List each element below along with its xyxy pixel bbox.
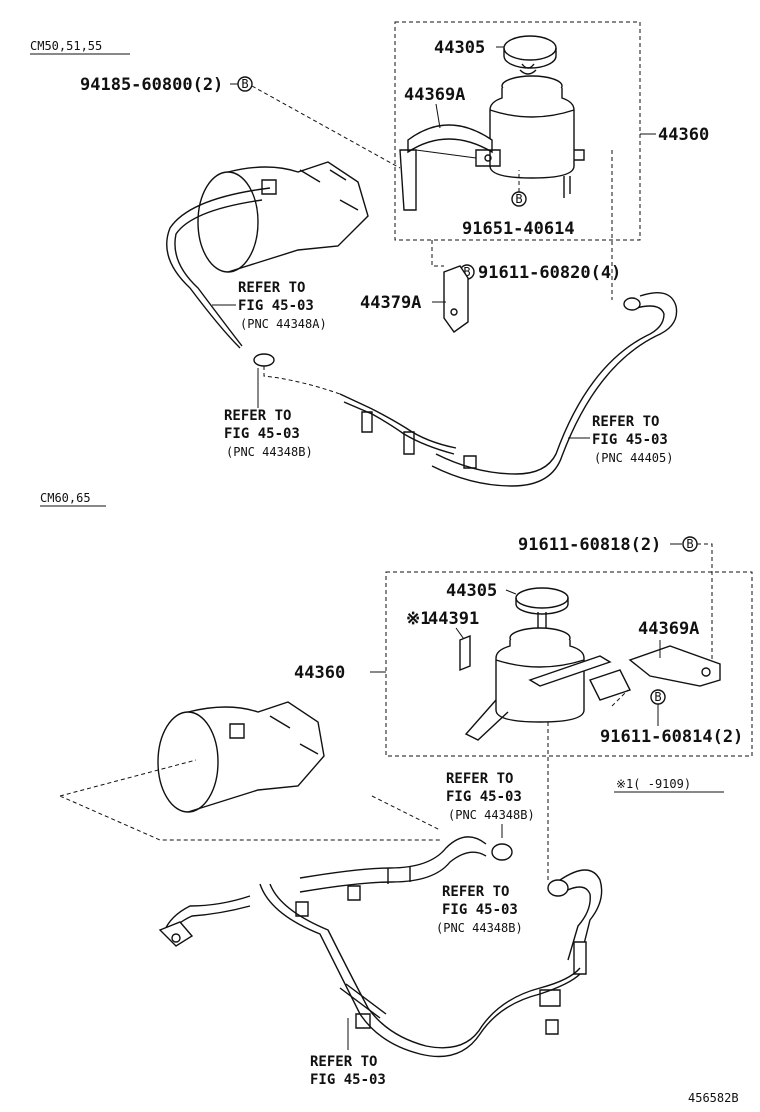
model-code-lower: CM60,65 bbox=[40, 491, 91, 505]
ref1-l1-upper: REFER TO bbox=[238, 280, 305, 296]
hose-upper-left bbox=[166, 187, 275, 367]
part-44369a-upper: 44369A bbox=[404, 85, 465, 105]
reservoir-cap-upper bbox=[503, 35, 557, 75]
pump-upper bbox=[197, 161, 369, 273]
model-code-upper: CM50,51,55 bbox=[30, 39, 102, 53]
ref2-l2-lower: FIG 45-03 bbox=[442, 902, 518, 918]
hose-lower-return bbox=[547, 869, 603, 975]
svg-text:B: B bbox=[686, 537, 693, 551]
part-44379a: 44379A bbox=[360, 293, 421, 313]
bracket-44369a-upper bbox=[399, 124, 501, 211]
ref2-l1-lower: REFER TO bbox=[442, 884, 509, 900]
part-94185-60800: 94185-60800(2) bbox=[80, 75, 223, 95]
reservoir-tank-upper bbox=[489, 75, 585, 198]
clip-44391 bbox=[459, 634, 471, 672]
ref2-l3-upper: (PNC 44348B) bbox=[226, 445, 313, 459]
bracket-44369a-lower bbox=[464, 645, 721, 741]
hose-lower-suction bbox=[299, 836, 513, 893]
svg-text:B: B bbox=[515, 192, 522, 206]
ref1-l3-upper: (PNC 44348A) bbox=[240, 317, 327, 331]
part-44391: 44391 bbox=[428, 609, 479, 629]
reservoir-cap-lower bbox=[515, 587, 569, 630]
ref1-l2-lower: FIG 45-03 bbox=[446, 789, 522, 805]
ref2-l2-upper: FIG 45-03 bbox=[224, 426, 300, 442]
ref2-l3-lower: (PNC 44348B) bbox=[436, 921, 523, 935]
svg-text:B: B bbox=[241, 77, 248, 91]
ref3-l1-lower: REFER TO bbox=[310, 1054, 377, 1070]
pipe-lower-pressure bbox=[158, 883, 581, 1058]
part-44391-mark: ※1 bbox=[406, 609, 430, 629]
ref2-l1-upper: REFER TO bbox=[224, 408, 291, 424]
bracket-44379a bbox=[443, 265, 469, 333]
part-91611-60818: 91611-60818(2) bbox=[518, 535, 661, 555]
footnote-note: ※1( -9109) bbox=[616, 777, 691, 791]
part-91651-40614: 91651-40614 bbox=[462, 219, 575, 239]
ref3-l1-upper: REFER TO bbox=[592, 414, 659, 430]
part-44360-lower: 44360 bbox=[294, 663, 345, 683]
drawing-number: 456582B bbox=[688, 1091, 739, 1105]
ref1-l3-lower: (PNC 44348B) bbox=[448, 808, 535, 822]
ref3-l3-upper: (PNC 44405) bbox=[594, 451, 673, 465]
part-44369a-lower: 44369A bbox=[638, 619, 699, 639]
assembly-box-lower bbox=[385, 571, 753, 757]
ref1-l1-lower: REFER TO bbox=[446, 771, 513, 787]
part-91611-60814: 91611-60814(2) bbox=[600, 727, 743, 747]
pump-lower bbox=[157, 701, 325, 813]
svg-text:B: B bbox=[654, 690, 661, 704]
dashed-link-pump bbox=[59, 759, 441, 841]
pipe-upper-center bbox=[339, 393, 477, 469]
hose-upper-right bbox=[431, 292, 678, 487]
part-44305-upper: 44305 bbox=[434, 38, 485, 58]
assembly-box-upper bbox=[394, 21, 641, 241]
part-44360-upper: 44360 bbox=[658, 125, 709, 145]
ref3-l2-upper: FIG 45-03 bbox=[592, 432, 668, 448]
svg-text:B: B bbox=[463, 265, 470, 279]
part-44305-lower: 44305 bbox=[446, 581, 497, 601]
ref1-l2-upper: FIG 45-03 bbox=[238, 298, 314, 314]
part-91611-60820: 91611-60820(4) bbox=[478, 263, 621, 283]
ref3-l2-lower: FIG 45-03 bbox=[310, 1072, 386, 1088]
